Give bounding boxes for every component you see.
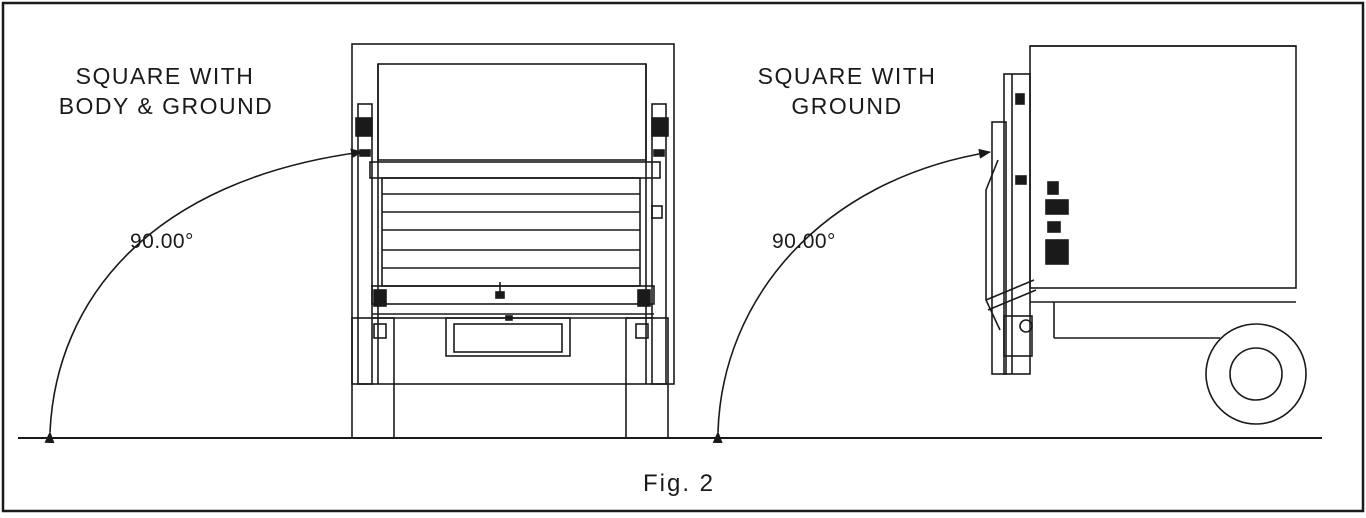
right-angle-arc <box>712 148 991 444</box>
left-angle-arc <box>44 148 363 444</box>
right-label-line2: GROUND <box>791 93 903 119</box>
left-angle-value: 90.00° <box>130 230 194 253</box>
right-label-line1: SQUARE WITH <box>757 63 937 89</box>
left-label-line1: SQUARE WITH <box>75 63 255 89</box>
rear-view-liftgate <box>351 43 675 439</box>
side-view-truck <box>985 45 1307 425</box>
left-label-line2: BODY & GROUND <box>58 93 274 119</box>
right-angle-value: 90.00° <box>772 230 836 253</box>
figure-caption: Fig. 2 <box>643 470 716 497</box>
